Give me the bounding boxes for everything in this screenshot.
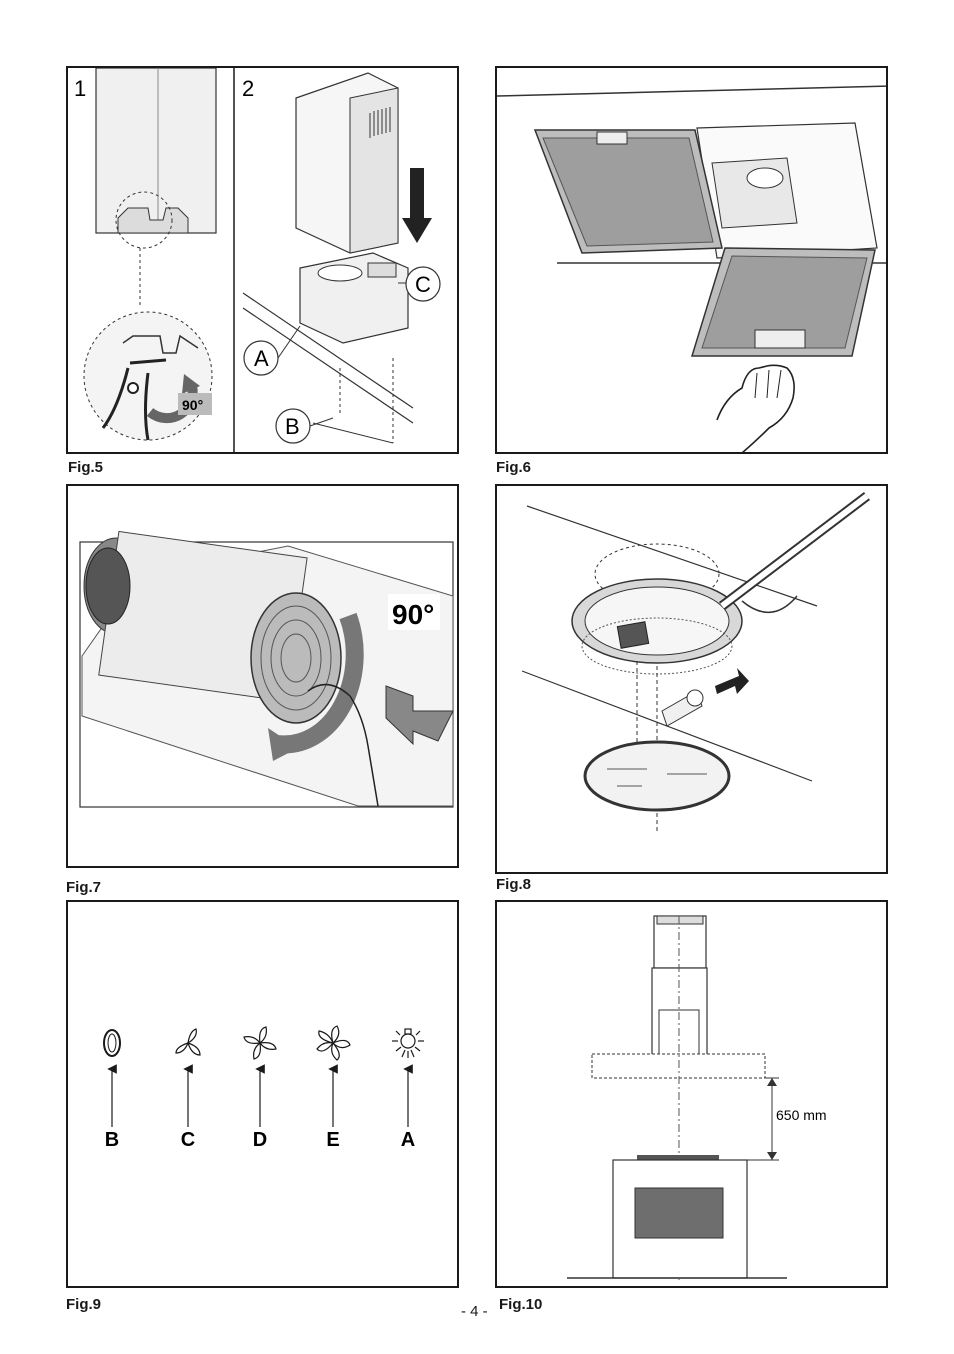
fig6-illustration <box>497 85 886 452</box>
fig7-illustration: 90° <box>79 530 454 808</box>
fan-speed-1-icon[interactable] <box>175 1028 201 1056</box>
fig9-panel: B C D E <box>66 900 459 1288</box>
fig10-caption: Fig.10 <box>499 1296 543 1313</box>
fig10-installation: 650 mm <box>567 915 827 1280</box>
fig5-step-2: 2 <box>242 76 254 101</box>
chimney-section <box>95 68 217 308</box>
distance-label: 650 mm <box>776 1107 827 1123</box>
svg-text:C: C <box>415 272 431 297</box>
fig7-angle-label: 90° <box>392 599 434 630</box>
fig5-angle-label: 90° <box>182 397 203 413</box>
fig9-caption: Fig.9 <box>66 1296 102 1313</box>
bulb <box>661 668 749 727</box>
pliers-detail: 90° <box>83 311 213 441</box>
fig9-controls: B C D E <box>103 1025 424 1151</box>
button-label-c: C <box>181 1129 195 1151</box>
fig5-panel: 1 2 90° <box>66 66 459 454</box>
fan-speed-3-icon[interactable] <box>316 1025 351 1061</box>
button-label-e: E <box>326 1129 339 1151</box>
light-bulb-icon[interactable] <box>392 1028 424 1058</box>
fig6-panel <box>495 66 888 454</box>
fig10-panel: 650 mm <box>495 900 888 1288</box>
fig8-panel <box>495 484 888 874</box>
fan-speed-2-icon[interactable] <box>243 1026 277 1060</box>
power-off-icon[interactable] <box>103 1029 121 1057</box>
page-number: - 4 - <box>461 1303 488 1320</box>
fig5-step-1: 1 <box>74 76 86 101</box>
fig5-caption: Fig.5 <box>68 459 104 476</box>
fig8-illustration <box>521 492 871 831</box>
fig7-panel: 90° <box>66 484 459 868</box>
callout-c: C <box>398 266 441 302</box>
callout-b: B <box>275 408 334 444</box>
callout-a: A <box>243 325 301 376</box>
fig7-caption: Fig.7 <box>66 879 102 896</box>
svg-text:A: A <box>254 346 269 371</box>
button-label-d: D <box>253 1129 267 1151</box>
fig6-caption: Fig.6 <box>496 459 532 476</box>
button-label-a: A <box>401 1129 415 1151</box>
fig8-caption: Fig.8 <box>496 876 532 893</box>
hood-assembly <box>242 72 432 444</box>
button-label-b: B <box>105 1129 119 1151</box>
svg-text:B: B <box>285 414 300 439</box>
fig5-illustration: 1 2 90° <box>74 68 441 452</box>
